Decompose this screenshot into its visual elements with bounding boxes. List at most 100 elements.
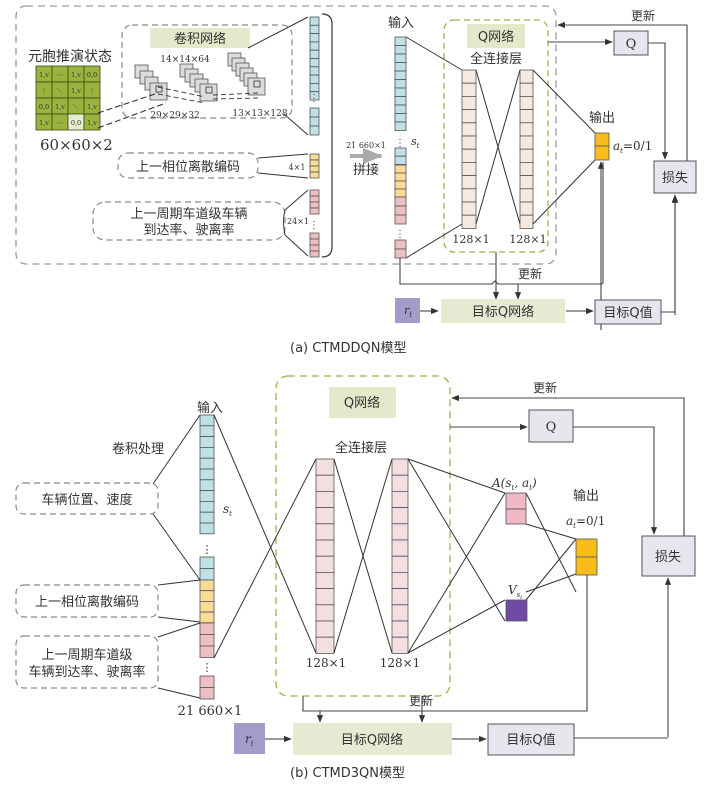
feature-map bbox=[247, 77, 266, 96]
fc-neuron bbox=[461, 201, 477, 216]
fc-neuron bbox=[315, 539, 335, 557]
input-cell bbox=[394, 172, 407, 182]
q-network-title-b: Q网络 bbox=[344, 395, 380, 411]
lane-dim-label: 24×1 bbox=[287, 217, 309, 226]
output-label: 输出 bbox=[589, 110, 615, 126]
update-bottom-label: 更新 bbox=[518, 266, 542, 281]
conv-layer-2-dim: 14×14×64 bbox=[160, 55, 210, 65]
feature-cell bbox=[309, 16, 320, 26]
update-bottom-label-b: 更新 bbox=[409, 693, 433, 708]
fc-layer-1 bbox=[461, 69, 477, 229]
fc-neuron bbox=[315, 555, 335, 573]
input-cell bbox=[394, 155, 407, 165]
target-q-value-label: 目标Q值 bbox=[603, 305, 652, 321]
input-connectors-b bbox=[152, 414, 201, 699]
input-ellipsis-b-2: ⋮ bbox=[202, 661, 213, 674]
fc-layer-label-b: 全连接层 bbox=[335, 440, 387, 456]
fc-neuron bbox=[315, 620, 335, 638]
update-top-label-b: 更新 bbox=[533, 380, 557, 395]
matrix-cell-text: ⋮ bbox=[41, 87, 48, 95]
fc-neuron bbox=[315, 604, 335, 622]
fc-neuron bbox=[391, 604, 409, 622]
fc-neuron bbox=[315, 474, 335, 492]
q-box-b bbox=[528, 409, 574, 443]
fc-neuron bbox=[519, 214, 534, 229]
fc-layer-1-b bbox=[315, 458, 335, 654]
input-cell bbox=[394, 70, 407, 80]
lane-rate-label-2: 到达率、驶离率 bbox=[143, 222, 234, 238]
fc-layer-2 bbox=[519, 69, 534, 229]
fc-neuron bbox=[315, 523, 335, 541]
input-dim-label-b: 21 660×1 bbox=[178, 704, 243, 719]
input-cell bbox=[199, 490, 215, 502]
feature-cell bbox=[309, 58, 320, 68]
input-cell bbox=[394, 239, 407, 250]
lane-cell bbox=[309, 238, 320, 246]
q-network-title-bg-b bbox=[329, 387, 396, 418]
phase-code-label-b: 上一相位离散编码 bbox=[35, 594, 139, 610]
conv-network-title: 卷积网络 bbox=[174, 31, 226, 47]
value-label: Vst bbox=[508, 583, 523, 601]
action-label: at=0/1 bbox=[613, 139, 652, 155]
input-cell bbox=[199, 436, 215, 448]
state-processing-region bbox=[15, 5, 557, 265]
feature-cell bbox=[309, 125, 320, 136]
input-cell bbox=[394, 121, 407, 131]
concat-label: 拼接 bbox=[353, 162, 379, 178]
input-cell bbox=[199, 590, 215, 602]
feature-cell bbox=[309, 74, 320, 84]
fc-neuron bbox=[519, 161, 534, 176]
reward-box bbox=[395, 298, 420, 323]
input-cell bbox=[199, 645, 215, 658]
conv-link bbox=[212, 97, 259, 100]
matrix-cell-text: 0,0 bbox=[71, 119, 81, 127]
fc-neuron bbox=[391, 490, 409, 508]
fc-neuron bbox=[461, 69, 477, 84]
state-symbol-b: st bbox=[223, 502, 232, 518]
fc-neuron bbox=[391, 523, 409, 541]
phase-cell bbox=[309, 153, 320, 161]
fc-neuron bbox=[519, 82, 534, 97]
matrix-cell bbox=[83, 113, 101, 131]
lane-cell bbox=[309, 207, 320, 215]
lane-cell bbox=[309, 244, 320, 252]
output-cell-1 bbox=[594, 132, 610, 147]
feature-cell bbox=[309, 107, 320, 118]
matrix-cell-text: ⋱ bbox=[57, 87, 64, 95]
matrix-cell-text: 0,0 bbox=[87, 71, 97, 79]
output-cell-b-1 bbox=[575, 538, 598, 558]
input-cell bbox=[199, 568, 215, 581]
input-cell bbox=[394, 113, 407, 123]
matrix-size-label: 60×60×2 bbox=[40, 136, 113, 154]
conv-layer-1-dim: 29×29×32 bbox=[150, 111, 199, 121]
target-q-network-box bbox=[441, 299, 565, 323]
input-cell bbox=[199, 622, 215, 635]
reward-label-b: rt bbox=[245, 732, 254, 748]
matrix-cell-text: 1,v bbox=[39, 119, 49, 127]
fc-neuron bbox=[519, 109, 534, 124]
vehicle-state-label: 车辆位置、速度 bbox=[41, 492, 132, 508]
lane-vector bbox=[309, 189, 320, 258]
target-to-loss-line bbox=[661, 195, 679, 313]
fc-layer-2-b bbox=[391, 458, 409, 654]
kernel-window bbox=[253, 80, 261, 88]
input-cell bbox=[394, 214, 407, 225]
feature-cell bbox=[309, 33, 320, 43]
phase-cell bbox=[309, 171, 320, 179]
input-ellipsis-2: ⋮ bbox=[395, 229, 405, 240]
caption-b: (b) CTMD3QN模型 bbox=[290, 766, 405, 781]
input-vector-b bbox=[199, 414, 215, 700]
input-cell bbox=[199, 457, 215, 470]
fc-neuron bbox=[315, 588, 335, 606]
fc-neuron bbox=[315, 572, 335, 590]
output-cell-b-2 bbox=[575, 556, 598, 576]
input-cell bbox=[199, 522, 215, 535]
fc-neuron bbox=[315, 458, 335, 476]
lane-rate-label-b-1: 上一周期车道级 bbox=[41, 647, 132, 663]
matrix-cell-text: ⋯ bbox=[57, 71, 64, 79]
fc-neuron bbox=[461, 109, 477, 124]
lane-cell bbox=[309, 250, 320, 258]
matrix-cell-text: 1,v bbox=[71, 87, 81, 95]
phase-code-box-b bbox=[15, 584, 159, 618]
lane-rate-label-1: 上一周期车道级车辆 bbox=[130, 206, 247, 222]
